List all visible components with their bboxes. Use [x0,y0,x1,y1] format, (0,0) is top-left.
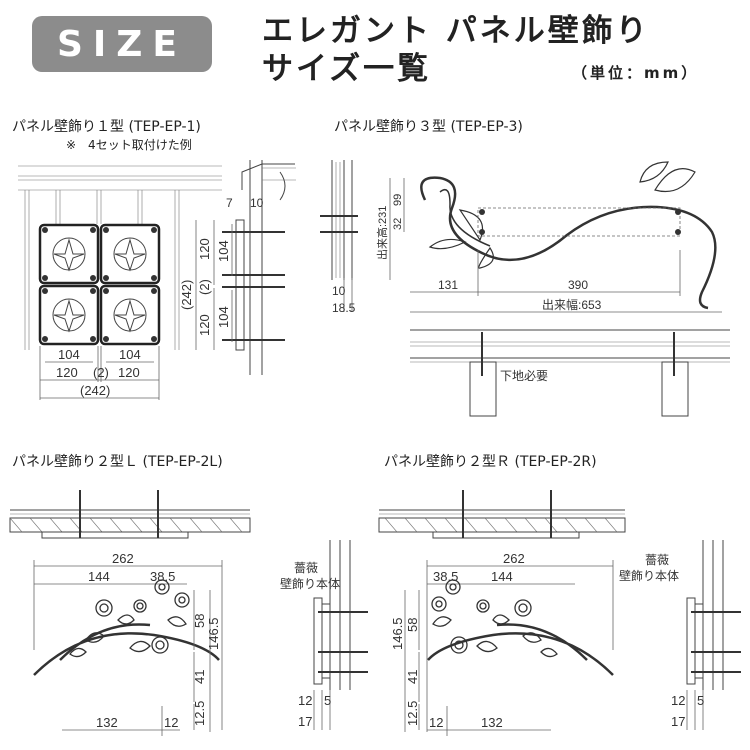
type2r-dim-125: 12.5 [405,701,420,726]
type2r-dim-385: 38.5 [433,569,458,584]
type1-side-section [222,160,296,375]
type1-dim-7: 7 [226,196,233,210]
type2l-drawing: 262 144 38.5 58 146.5 41 12.5 132 12 薔薇 … [9,490,368,736]
type2l-side-view [313,540,368,690]
type2r-dim-12: 12 [429,715,443,730]
type1-dim-120b: 120 [118,365,140,380]
type2l-side-dim-12: 12 [298,693,312,708]
type2l-ornament [33,579,220,676]
type1-dim-v120a: 120 [197,238,212,260]
type2r-dim-262: 262 [503,551,525,566]
type3-note-base: 下地必要 [500,369,548,383]
wall-slats [24,190,180,350]
type1-drawing: 104 104 120 (2) 120 (242) 7 10 (242) 120… [18,160,296,400]
unit-label: （単位：mm） [572,64,700,82]
type3-dim-10: 10 [332,284,346,298]
type2l-dim-262: 262 [112,551,134,566]
type3-title: パネル壁飾り３型 (TEP-EP-3) [334,119,523,135]
type2l-dim-41: 41 [192,670,207,684]
type2l-side-dim-5: 5 [324,693,331,708]
type3-dim-185: 18.5 [332,301,356,315]
type1-dim-104a: 104 [58,347,80,362]
title-line-2: サイズ一覧 [262,51,432,87]
type3-side-section [320,160,358,280]
page-title: エレガント パネル壁飾り サイズ一覧 [262,12,650,88]
type3-dim-390: 390 [568,278,588,292]
type2l-dim-144: 144 [88,569,110,584]
type2r-dim-1465: 146.5 [390,617,405,650]
type2r-side-label1: 薔薇 [645,553,669,567]
type2l-side-dim-17: 17 [298,714,312,729]
type1-dim-2: (2) [93,365,109,380]
type3-ornament [420,161,717,310]
type3-dim-32: 32 [392,218,404,230]
type2r-drawing: 262 38.5 144 146.5 58 41 12.5 12 132 薔薇 … [378,490,741,736]
type2r-side-dim-17: 17 [671,714,685,729]
type2l-side-label2: 壁飾り本体 [280,576,340,591]
type3-dim-131: 131 [438,278,458,292]
type2r-side-dim-12: 12 [671,693,685,708]
type1-dim-v104b: 104 [216,306,231,328]
type2r-side-view [686,540,741,690]
type3-drawing: 10 18.5 出来高:231 99 32 131 390 出来幅:653 下地… [320,160,730,417]
type3-top-view [410,329,730,417]
type1-dim-10: 10 [250,196,264,210]
type1-dim-v120b: 120 [197,314,212,336]
panel-grid [38,223,161,346]
type2r-ornament [427,579,614,676]
type1-dim-242: (242) [80,383,110,398]
type2r-dim-41: 41 [405,670,420,684]
type2r-side-label2: 壁飾り本体 [619,568,679,583]
type2r-dim-144: 144 [491,569,513,584]
type2r-dim-58: 58 [405,618,420,632]
type2l-top-view [9,490,251,539]
type1-dim-v242: (242) [179,280,194,310]
type2l-dim-385: 38.5 [150,569,175,584]
type2l-side-label1: 薔薇 [294,561,318,575]
type2l-dim-1465: 146.5 [206,617,221,650]
type3-dim-99: 99 [392,194,404,206]
type1-title: パネル壁飾り１型 (TEP-EP-1) [12,119,201,135]
type2r-top-view [378,490,626,539]
type1-note: ※ 4セット取付けた例 [66,138,192,152]
title-line-1: エレガント パネル壁飾り [262,13,650,49]
type1-dim-120a: 120 [56,365,78,380]
type2r-side-dim-5: 5 [697,693,704,708]
type2l-dim-132: 132 [96,715,118,730]
type2r-dim-132: 132 [481,715,503,730]
type1-dim-v2: (2) [197,279,212,295]
type2r-title: パネル壁飾り２型Ｒ (TEP-EP-2R) [384,454,597,470]
type2l-dim-125: 12.5 [192,701,207,726]
type2l-dim-12: 12 [164,715,178,730]
type2l-dim-58: 58 [192,614,207,628]
type1-dim-104b: 104 [119,347,141,362]
type1-dim-v104a: 104 [216,240,231,262]
type3-dim-h231: 出来高:231 [375,206,389,260]
size-badge: SIZE [32,16,212,72]
type2l-title: パネル壁飾り２型Ｌ (TEP-EP-2L) [12,454,223,470]
type3-dim-w653: 出来幅:653 [542,297,602,312]
